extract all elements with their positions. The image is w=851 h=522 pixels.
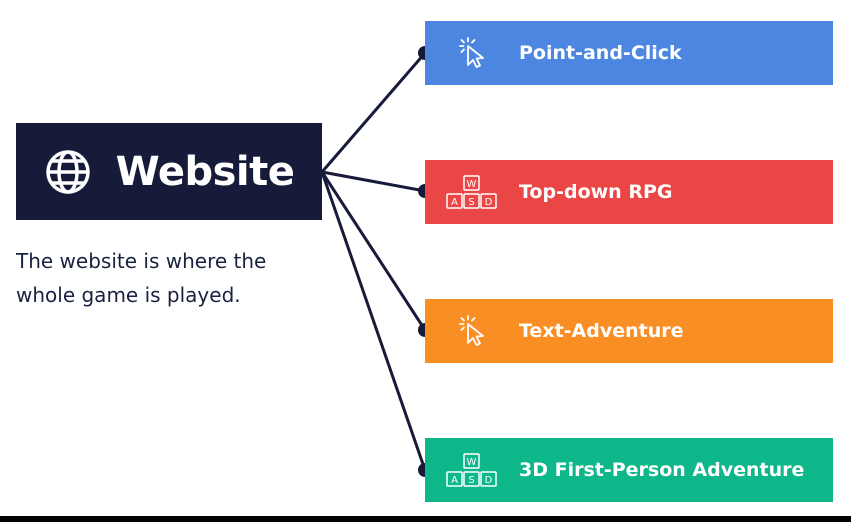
website-description: The website is where the whole game is p… — [16, 249, 267, 307]
branch-label: Top-down RPG — [519, 181, 673, 203]
connector-line-3d-first-person — [320, 171, 427, 471]
branch-label: 3D First-Person Adventure — [519, 459, 805, 481]
website-title: Website — [115, 148, 295, 195]
svg-text:S: S — [468, 197, 474, 208]
branch-3d-first-person-adventure: W A S D 3D First-Person Adventure — [425, 438, 833, 502]
svg-text:A: A — [451, 475, 458, 486]
svg-text:W: W — [467, 457, 477, 468]
svg-text:W: W — [467, 179, 477, 190]
connector-line-text-adventure — [320, 171, 427, 331]
globe-icon — [44, 148, 92, 196]
cursor-click-icon — [425, 21, 519, 85]
branch-text-adventure: Text-Adventure — [425, 299, 833, 363]
svg-text:A: A — [451, 197, 458, 208]
svg-text:D: D — [485, 197, 493, 208]
svg-text:D: D — [485, 475, 493, 486]
cursor-click-icon — [425, 299, 519, 363]
branch-top-down-rpg: W A S D Top-down RPG — [425, 160, 833, 224]
connector-line-top-down-rpg — [321, 170, 426, 193]
branch-label: Text-Adventure — [519, 320, 684, 342]
svg-text:S: S — [468, 475, 474, 486]
wasd-keys-icon: W A S D — [425, 160, 519, 224]
branch-label: Point-and-Click — [519, 42, 682, 64]
bottom-border — [0, 516, 851, 522]
website-node: Website — [16, 123, 322, 220]
connector-line-point-and-click — [320, 52, 427, 173]
wasd-keys-icon: W A S D — [425, 438, 519, 502]
branch-point-and-click: Point-and-Click — [425, 21, 833, 85]
